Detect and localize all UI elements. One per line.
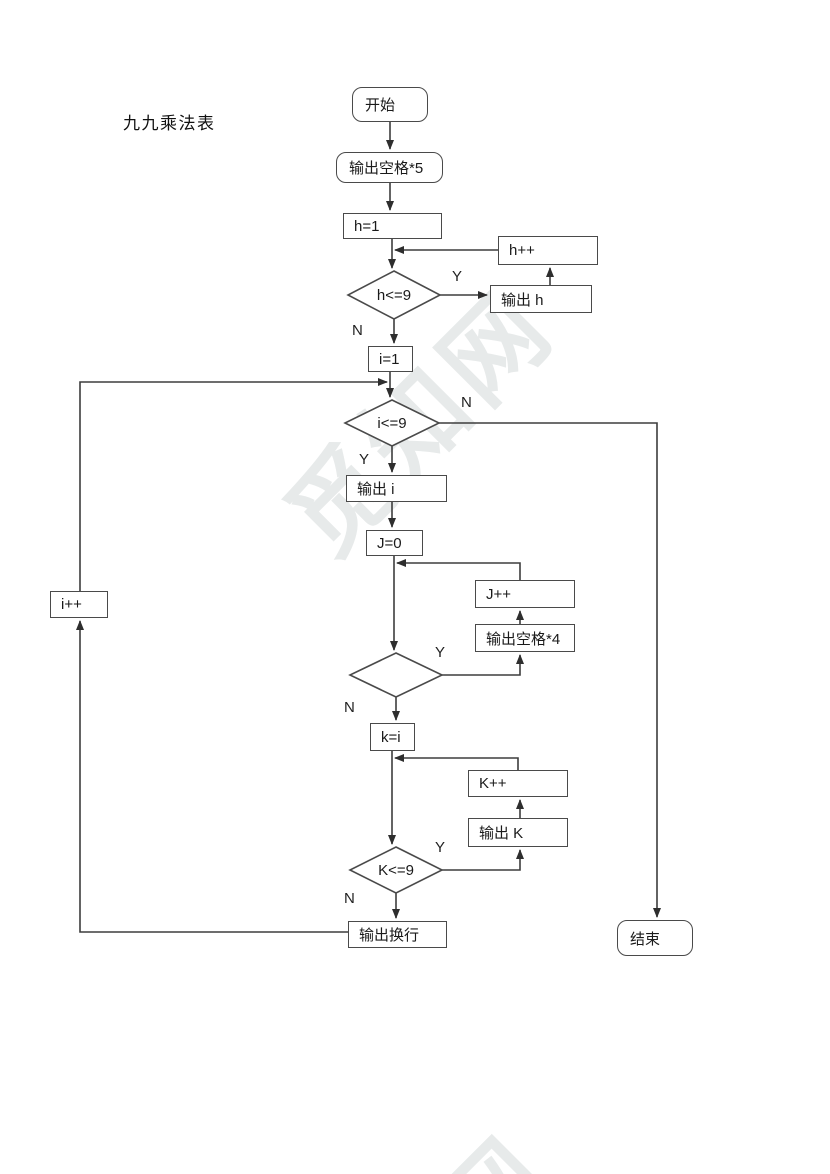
- end-terminator: 结束: [617, 920, 693, 956]
- output-spaces4-node: 输出空格*4: [475, 624, 575, 652]
- i-condition-no-label: N: [461, 394, 472, 411]
- k-condition-no-label: N: [344, 890, 355, 907]
- h-increment-node: h++: [498, 236, 598, 265]
- edge-k-condition-yes-to-output-k: [442, 849, 524, 871]
- i-increment-node: i++: [50, 591, 108, 618]
- k-increment-node: K++: [468, 770, 568, 797]
- j-condition-yes-label: Y: [435, 644, 446, 661]
- j-condition-no-label: N: [344, 699, 355, 716]
- edge-k-increment-loop-back: [394, 754, 519, 770]
- output-k-node: 输出 K: [468, 818, 568, 847]
- output-i-node: 输出 i: [346, 475, 447, 502]
- k-condition-yes-label: Y: [435, 839, 446, 856]
- j-assign-node: J=0: [366, 530, 423, 556]
- k-condition-label: K<=9: [378, 861, 414, 879]
- k-assign-node: k=i: [370, 723, 415, 751]
- edge-j-increment-loop-back: [396, 559, 521, 580]
- edge-output-newline-to-i-increment: [76, 620, 348, 933]
- k-condition-diamond: [348, 846, 444, 894]
- j-condition-label: [350, 653, 442, 697]
- start-terminator: 开始: [352, 87, 428, 122]
- j-increment-node: J++: [475, 580, 575, 608]
- h-condition-yes-label: Y: [452, 268, 463, 285]
- h-condition-no-label: N: [352, 322, 363, 339]
- i-condition-diamond: [343, 399, 441, 447]
- edge-i-increment-loop-back: [79, 378, 388, 591]
- h-assign-node: h=1: [343, 213, 442, 239]
- j-condition-diamond: [348, 652, 444, 698]
- edge-i-condition-no-to-end: [439, 422, 661, 918]
- page-title: 九九乘法表: [123, 114, 216, 133]
- i-condition-yes-label: Y: [359, 451, 370, 468]
- output-newline-node: 输出换行: [348, 921, 447, 948]
- i-condition-label: i<=9: [377, 414, 407, 432]
- h-condition-label: h<=9: [376, 286, 412, 304]
- edge-j-condition-yes-to-output-spaces4: [442, 654, 524, 676]
- h-condition-diamond: [346, 270, 442, 320]
- i-assign-node: i=1: [368, 346, 413, 372]
- output-h-node: 输出 h: [490, 285, 592, 313]
- output-spaces5-node: 输出空格*5: [336, 152, 443, 183]
